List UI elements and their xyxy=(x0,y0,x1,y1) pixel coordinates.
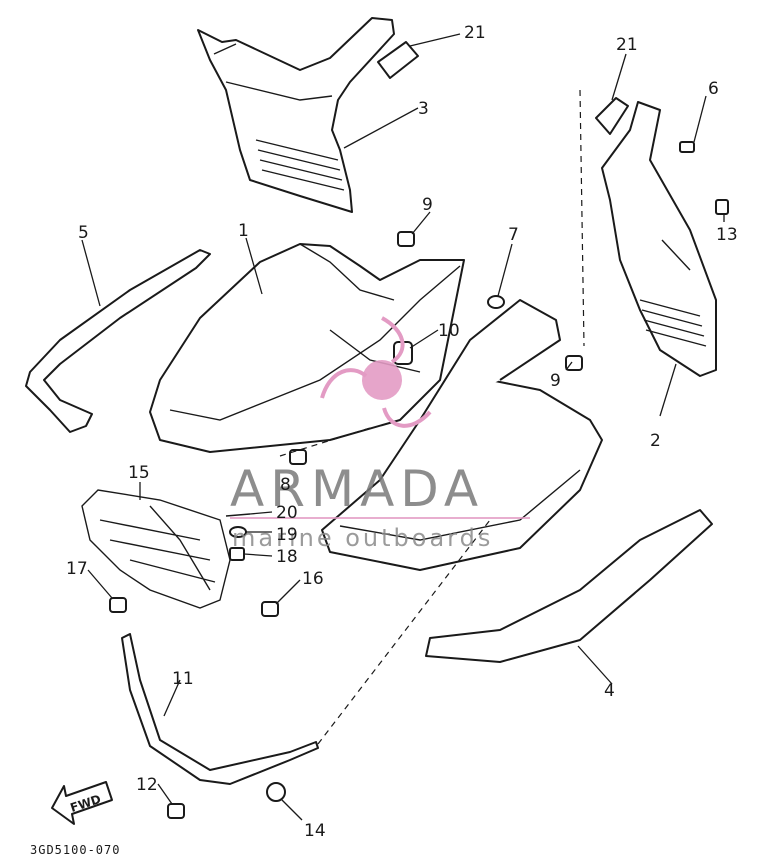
part-3-side-cover xyxy=(197,17,395,213)
callout-21-left: 21 xyxy=(464,23,486,43)
part-21-reflector-right xyxy=(595,97,629,135)
callout-6: 6 xyxy=(708,79,719,99)
callout-10: 10 xyxy=(438,321,460,341)
callout-14: 14 xyxy=(304,821,326,841)
rear-fender xyxy=(321,299,603,571)
callout-9-lower: 9 xyxy=(550,371,561,391)
callout-17: 17 xyxy=(66,559,88,579)
callout-7: 7 xyxy=(508,225,519,245)
callout-2: 2 xyxy=(650,431,661,451)
callout-9-upper: 9 xyxy=(422,195,433,215)
watermark-tagline: marine outboards xyxy=(232,524,493,552)
callout-3: 3 xyxy=(418,99,429,119)
part-1-front-fender xyxy=(149,243,465,453)
part-20-pin xyxy=(225,513,251,517)
part-11-stay xyxy=(121,633,319,785)
watermark-brand: ARMADA xyxy=(230,460,484,518)
callout-15: 15 xyxy=(128,463,150,483)
part-21-reflector-left xyxy=(377,41,419,79)
callout-8: 8 xyxy=(280,475,291,495)
diagram-code: 3GD5100-070 xyxy=(30,843,120,857)
callout-12: 12 xyxy=(136,775,158,795)
callout-1: 1 xyxy=(238,221,249,241)
reference-lines xyxy=(279,89,585,745)
part-17-bolt xyxy=(109,597,127,613)
part-14-nut xyxy=(266,782,286,802)
callout-11: 11 xyxy=(172,669,194,689)
part-9-bolt-lower xyxy=(565,355,583,371)
part-16-bolt xyxy=(261,601,279,617)
leader-lines xyxy=(81,33,725,821)
part-13-bolt xyxy=(715,199,729,215)
part-12-bolt xyxy=(167,803,185,819)
part-5-trim-strip xyxy=(25,249,211,433)
callout-20: 20 xyxy=(276,503,298,523)
callout-19: 19 xyxy=(276,525,298,545)
callout-16: 16 xyxy=(302,569,324,589)
part-15-carrier xyxy=(81,489,231,609)
part-9-bolt-upper xyxy=(397,231,415,247)
part-8-bolt xyxy=(289,449,307,465)
part-6-bolt xyxy=(679,141,695,153)
callout-4: 4 xyxy=(604,681,615,701)
part-7-grommet xyxy=(487,295,505,309)
watermark-logo xyxy=(320,316,432,428)
part-4-trim-strip xyxy=(425,509,713,663)
part-2-side-cover-right xyxy=(601,101,717,377)
forward-arrow: FWD xyxy=(51,781,113,825)
callout-18: 18 xyxy=(276,547,298,567)
callout-21-right: 21 xyxy=(616,35,638,55)
callout-5: 5 xyxy=(78,223,89,243)
callout-13: 13 xyxy=(716,225,738,245)
